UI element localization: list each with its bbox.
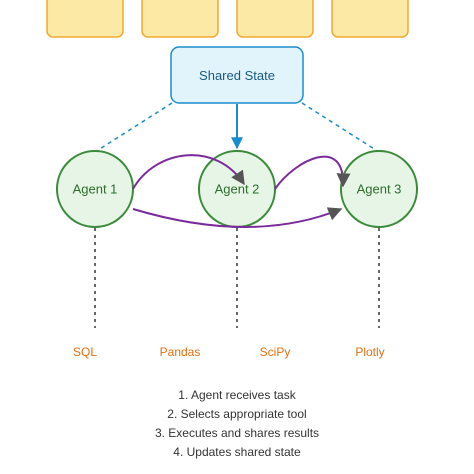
tool-label-scipy: SciPy xyxy=(260,345,291,359)
state-link-agent-1 xyxy=(94,102,173,153)
top-box-2 xyxy=(141,0,219,38)
step-1: 1. Agent receives task xyxy=(178,388,296,402)
step-2: 2. Selects appropriate tool xyxy=(167,407,306,421)
tool-label-pandas: Pandas xyxy=(160,345,201,359)
state-link-agent-3 xyxy=(301,102,380,153)
top-box-4 xyxy=(331,0,409,38)
agent-1-label: Agent 1 xyxy=(73,181,118,196)
tool-label-sql: SQL xyxy=(73,345,97,359)
tool-label-plotly: Plotly xyxy=(355,345,384,359)
step-4: 4. Updates shared state xyxy=(173,445,301,459)
agent-3-node xyxy=(340,150,418,228)
shared-state-box xyxy=(170,46,304,104)
handoff-agent-1-to-3 xyxy=(132,207,343,228)
top-box-3 xyxy=(236,0,314,38)
agent-3-label: Agent 3 xyxy=(357,181,402,196)
top-box-1 xyxy=(46,0,124,38)
agent-2-label: Agent 2 xyxy=(215,181,260,196)
step-3: 3. Executes and shares results xyxy=(155,426,319,440)
handoff-agent-1-to-2 xyxy=(132,154,245,190)
handoff-agent-2-to-3 xyxy=(274,155,351,190)
shared-state-label: Shared State xyxy=(199,68,275,83)
